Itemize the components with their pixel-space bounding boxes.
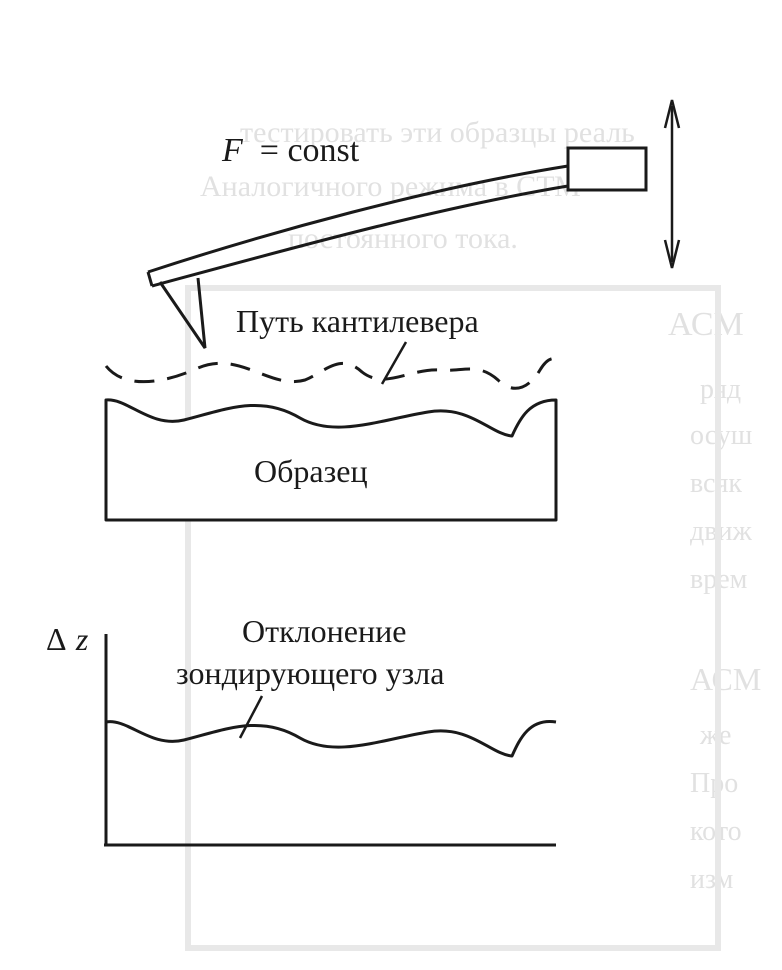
bleed-line: тестировать эти образцы реаль	[240, 116, 635, 149]
vertical-motion-arrow	[663, 99, 681, 269]
cantilever-path-label: Путь кантилевера	[236, 303, 479, 339]
piezo-block	[566, 146, 648, 192]
bleed-through-text: тестировать эти образцы реаль Аналогично…	[185, 116, 761, 951]
bleed-line: постоянного тока.	[288, 222, 518, 255]
deflection-curve	[105, 720, 557, 758]
probe-tip	[158, 277, 207, 349]
bleed-line: осуш	[690, 420, 753, 451]
bleed-frame	[185, 285, 721, 951]
force-equation-rest: = const	[251, 132, 359, 169]
bleed-line: АСМ	[668, 306, 744, 343]
cantilever	[146, 164, 569, 288]
bleed-line: движ	[690, 516, 752, 547]
deflection-axes	[104, 634, 556, 847]
bleed-line: АСМ	[690, 661, 761, 697]
deflection-label-line1: Отклонение	[242, 613, 406, 649]
cantilever-path-leader	[380, 341, 408, 385]
cantilever-path-curve	[104, 356, 561, 390]
force-label: F = const	[221, 132, 360, 169]
delta-symbol: Δ	[46, 621, 66, 657]
sample-label: Образец	[254, 453, 368, 489]
sample-block	[104, 398, 558, 522]
delta-z-label: Δ z	[46, 621, 89, 657]
z-variable: z	[75, 621, 89, 657]
bleed-line: Про	[690, 768, 738, 799]
deflection-leader	[238, 695, 264, 739]
deflection-label-line2: зондирующего узла	[176, 655, 444, 691]
force-variable: F	[221, 132, 244, 169]
bleed-line: изм	[690, 864, 734, 895]
